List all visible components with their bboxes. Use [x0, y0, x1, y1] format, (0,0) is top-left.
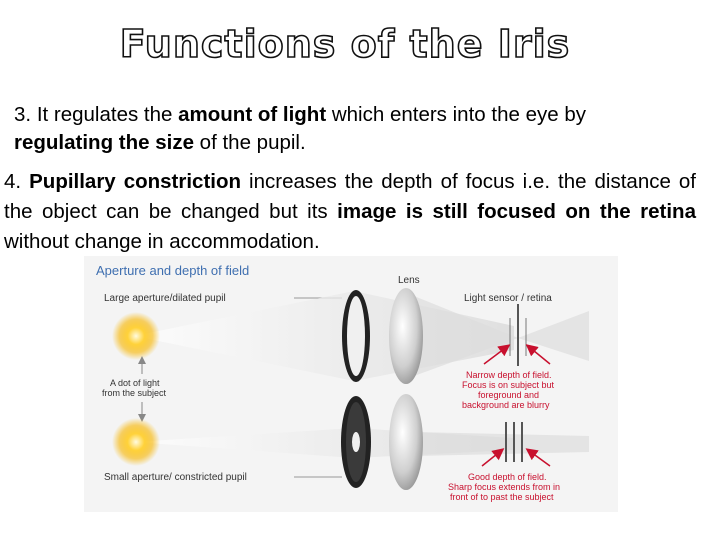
point-3-bold-2: regulating the size — [14, 131, 194, 154]
bottom-converging-rays — [414, 432, 589, 456]
aperture-depth-of-field-figure: Aperture and depth of field Lens Light s… — [84, 256, 618, 512]
bottom-light-dot-icon — [112, 418, 160, 466]
point-3-text-1: It regulates the — [36, 103, 179, 126]
point-3-number: 3. — [14, 103, 32, 126]
good-dof-arrow-left — [481, 448, 505, 467]
point-4-bold-2: image is still focused on the retina — [337, 200, 696, 223]
narrow-dof-line-1: Narrow depth of field. — [466, 370, 552, 380]
lens-label: Lens — [398, 275, 420, 286]
point-3-paragraph: 3. It regulates the amount of light whic… — [14, 101, 694, 157]
dot-label-line-1: A dot of light — [110, 378, 160, 388]
large-aperture-label: Large aperture/dilated pupil — [104, 293, 226, 304]
narrow-dof-arrow-right — [525, 344, 551, 365]
dot-label-line-2: from the subject — [102, 388, 167, 398]
top-lens-icon — [389, 288, 423, 384]
good-dof-line-2: Sharp focus extends from in — [448, 482, 560, 492]
narrow-dof-line-3: foreground and — [478, 390, 539, 400]
point-4-text-2: without change in accommodation. — [4, 230, 320, 253]
top-converging-rays — [414, 296, 589, 376]
narrow-dof-line-2: Focus is on subject but — [462, 380, 555, 390]
bottom-lens-icon — [389, 394, 423, 490]
narrow-dof-line-4: background are blurry — [462, 400, 550, 410]
point-4-bold-1: Pupillary constriction — [29, 170, 242, 193]
point-4-number: 4. — [4, 170, 22, 193]
point-4-text-1: increases the depth of focus i.e. the di… — [4, 170, 696, 223]
top-light-dot-icon — [112, 312, 160, 360]
point-3-text-3: of the pupil. — [193, 131, 306, 154]
good-dof-line-1: Good depth of field. — [468, 472, 547, 482]
point-3-bold-1: amount of light — [178, 103, 327, 126]
sensor-label: Light sensor / retina — [464, 293, 552, 304]
good-dof-arrow-right — [525, 448, 551, 467]
small-aperture-label: Small aperture/ constricted pupil — [104, 472, 247, 483]
page-title: Functions of the Iris — [119, 21, 571, 67]
good-dof-line-3: front of to past the subject — [450, 492, 554, 502]
point-3-text-2: which enters into the eye by — [326, 103, 586, 126]
narrow-dof-arrow-left — [483, 344, 511, 365]
figure-title: Aperture and depth of field — [96, 263, 249, 278]
point-4-paragraph: 4. Pupillary constriction increases the … — [4, 167, 696, 257]
